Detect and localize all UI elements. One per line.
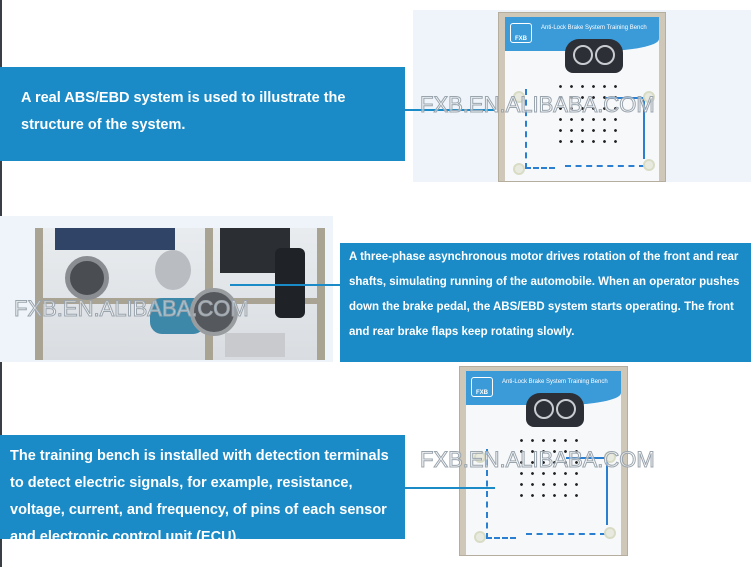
- feature-callout-abs-system: A real ABS/EBD system is used to illustr…: [0, 67, 405, 161]
- feature-callout-detection-terminals: The training bench is installed with det…: [0, 435, 405, 545]
- callout-text: A real ABS/EBD system is used to illustr…: [21, 90, 346, 133]
- connector-line: [405, 487, 495, 489]
- connector-line: [405, 109, 495, 111]
- fxb-logo: FXB: [510, 23, 532, 43]
- training-bench-image-top: FXB Anti-Lock Brake System Training Bench: [498, 12, 666, 182]
- connector-line: [230, 284, 340, 286]
- bench-title: Anti-Lock Brake System Training Bench: [502, 379, 608, 385]
- training-bench-image-bottom: FXB Anti-Lock Brake System Training Bench: [459, 366, 628, 556]
- callout-text: The training bench is installed with det…: [10, 448, 389, 545]
- bench-title: Anti-Lock Brake System Training Bench: [541, 25, 647, 31]
- feature-callout-motor: A three-phase asynchronous motor drives …: [340, 243, 751, 362]
- instrument-cluster: [526, 393, 584, 427]
- instrument-cluster: [565, 39, 623, 73]
- motor-drive-photo: [35, 228, 325, 360]
- callout-text: A three-phase asynchronous motor drives …: [349, 251, 740, 338]
- fxb-logo: FXB: [471, 377, 493, 397]
